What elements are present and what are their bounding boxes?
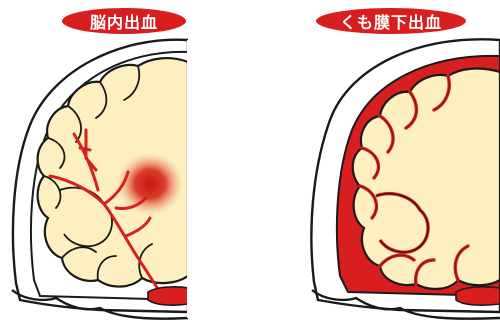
subarachnoid-panel <box>311 39 500 318</box>
label-subarachnoid-hemorrhage: くも膜下出血 <box>316 8 466 34</box>
intracerebral-panel <box>12 40 188 319</box>
base-bleed-right <box>456 287 500 305</box>
hemorrhage-spot <box>116 152 184 216</box>
label-intracerebral-hemorrhage: 脳内出血 <box>62 8 186 34</box>
base-bleed-left <box>148 287 188 305</box>
